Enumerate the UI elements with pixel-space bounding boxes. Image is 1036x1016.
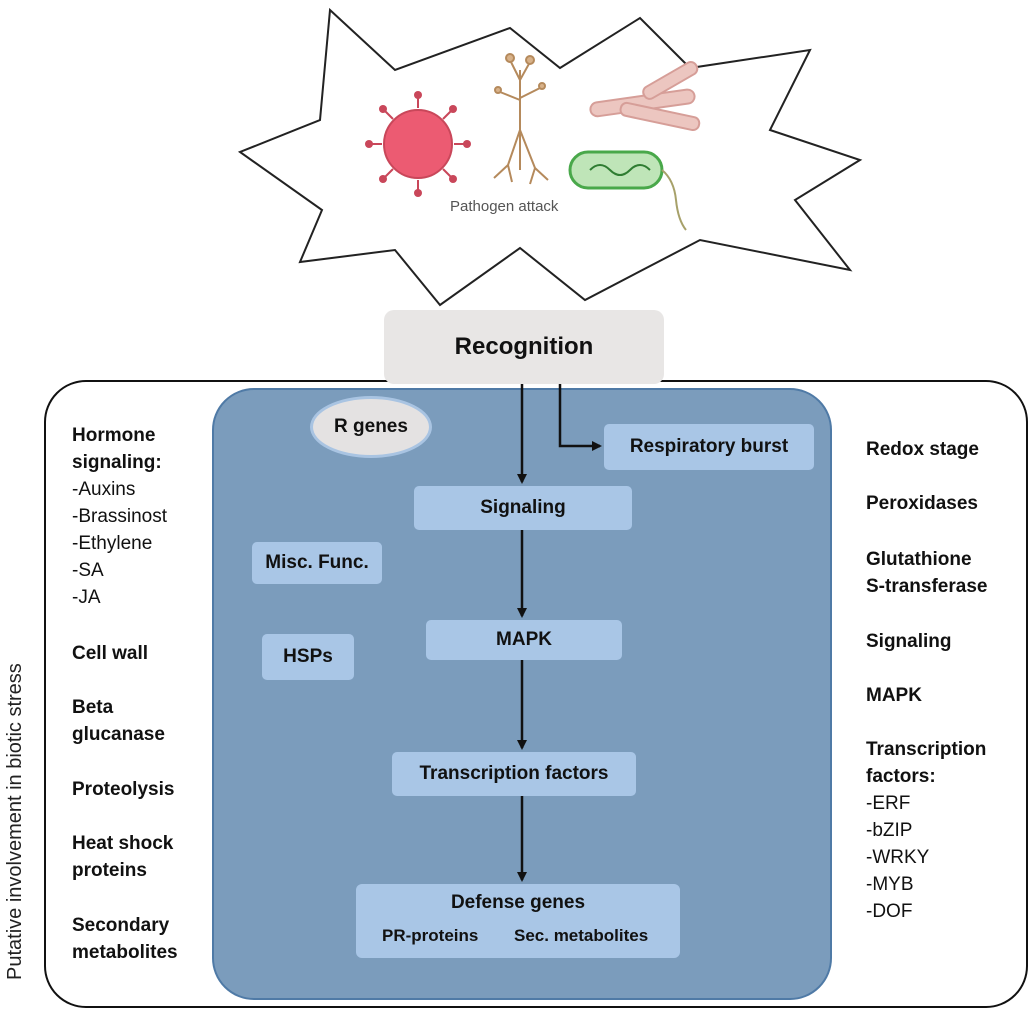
right-peroxidases: Peroxidases bbox=[866, 493, 978, 514]
tf-title: Transcription factors: bbox=[866, 736, 1026, 790]
r-genes-ellipse: R genes bbox=[310, 396, 432, 458]
left-cell-wall: Cell wall bbox=[72, 643, 149, 664]
left-beta-glucanase: Beta glucanase bbox=[72, 694, 165, 748]
glutathione-line-2: S-transferase bbox=[866, 576, 988, 597]
tf-wrky: -WRKY bbox=[866, 847, 930, 868]
hormone-auxins: -Auxins bbox=[72, 479, 136, 500]
pathogen-illustration bbox=[237, 7, 863, 307]
respiratory-burst-box: Respiratory burst bbox=[604, 424, 814, 470]
vertical-label: Putative involvement in biotic stress bbox=[4, 663, 26, 980]
defense-genes-box: Defense genes PR-proteins Sec. metabolit… bbox=[356, 884, 680, 958]
right-transcription-factors: Transcription factors: -ERF -bZIP -WRKY … bbox=[866, 736, 1026, 925]
hormone-signaling-title: Hormone signaling: bbox=[72, 422, 212, 476]
defense-genes-title: Defense genes bbox=[450, 892, 586, 913]
fungus-icon bbox=[493, 53, 549, 185]
sec-metabolites-label: Sec. metabolites bbox=[514, 926, 649, 945]
tf-dof: -DOF bbox=[866, 901, 913, 922]
secondary-line-2: metabolites bbox=[72, 942, 178, 963]
hormone-title-line-1: Hormone bbox=[72, 425, 156, 446]
hormone-title-line-2: signaling: bbox=[72, 452, 162, 473]
heat-line-1: Heat shock bbox=[72, 833, 174, 854]
right-glutathione: Glutathione S-transferase bbox=[866, 546, 987, 600]
left-secondary-metabolites: Secondary metabolites bbox=[72, 912, 178, 966]
pathogen-starburst bbox=[237, 7, 863, 307]
hormone-brassinost: -Brassinost bbox=[72, 506, 168, 527]
right-signaling: Signaling bbox=[866, 631, 952, 652]
misc-func-box: Misc. Func. bbox=[252, 542, 382, 584]
left-panel: Hormone signaling: -Auxins -Brassinost -… bbox=[72, 422, 212, 611]
tf-bzip: -bZIP bbox=[866, 820, 913, 841]
pr-proteins-label: PR-proteins bbox=[382, 926, 479, 945]
arrow-recognition-respiratory-burst bbox=[558, 384, 602, 451]
right-mapk: MAPK bbox=[866, 685, 922, 706]
beta-line-2: glucanase bbox=[72, 724, 165, 745]
hormone-ethylene: -Ethylene bbox=[72, 533, 153, 554]
beta-line-1: Beta bbox=[72, 697, 114, 718]
recognition-box: Recognition bbox=[384, 310, 664, 384]
transcription-factors-box: Transcription factors bbox=[392, 752, 636, 796]
pathogen-label: Pathogen attack bbox=[450, 198, 559, 215]
mapk-box: MAPK bbox=[426, 620, 622, 660]
tf-myb: -MYB bbox=[866, 874, 914, 895]
hormone-ja: -JA bbox=[72, 587, 101, 608]
heat-line-2: proteins bbox=[72, 860, 147, 881]
tf-erf: -ERF bbox=[866, 793, 911, 814]
hyphae-icon bbox=[589, 60, 701, 132]
signaling-box: Signaling bbox=[414, 486, 632, 530]
secondary-line-1: Secondary bbox=[72, 915, 170, 936]
virus-icon bbox=[365, 91, 471, 197]
left-proteolysis: Proteolysis bbox=[72, 779, 175, 800]
tf-title-line-2: factors: bbox=[866, 766, 936, 787]
left-heat-shock: Heat shock proteins bbox=[72, 830, 173, 884]
hsps-box: HSPs bbox=[262, 634, 354, 680]
tf-title-line-1: Transcription bbox=[866, 739, 987, 760]
bacterium-icon bbox=[568, 150, 687, 231]
glutathione-line-1: Glutathione bbox=[866, 549, 972, 570]
hormone-sa: -SA bbox=[72, 560, 104, 581]
right-redox: Redox stage bbox=[866, 439, 979, 460]
